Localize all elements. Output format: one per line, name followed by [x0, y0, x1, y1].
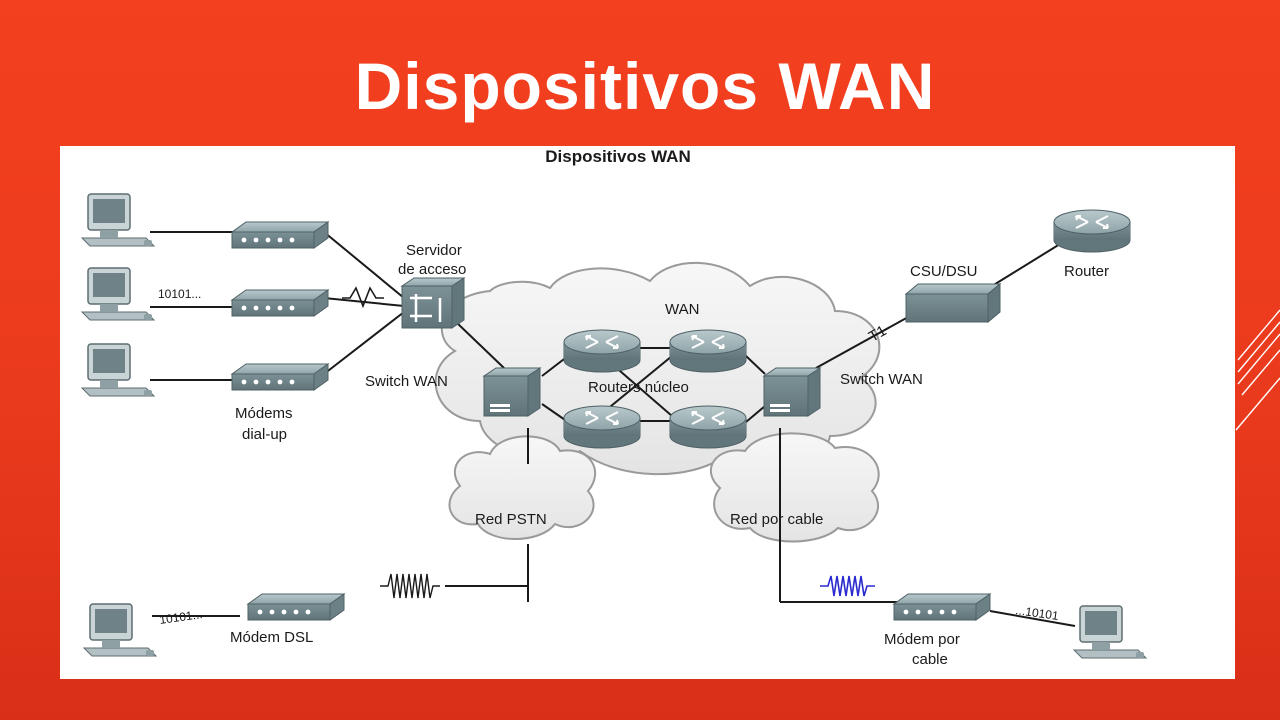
dialup-modems-label-line1: Módems — [235, 405, 293, 422]
csu-dsu-label: CSU/DSU — [910, 263, 978, 280]
dialup-modem-icon — [231, 363, 329, 391]
access-server-icon — [400, 277, 466, 329]
cable-modem-label-line2: cable — [912, 651, 948, 668]
diagram-panel: Dispositivos WAN WAN Red PSTN Red por ca… — [60, 146, 1235, 679]
dialup-bits-label: 10101... — [158, 287, 201, 301]
pc-icon — [1073, 605, 1147, 659]
switch-wan-left-label: Switch WAN — [365, 373, 448, 390]
cable-signal-icon — [820, 575, 875, 597]
cable-modem-label-line1: Módem por — [884, 631, 960, 648]
dialup-modem-icon — [231, 289, 329, 317]
slide-title: Dispositivos WAN — [354, 49, 936, 123]
core-routers-label: Routers núcleo — [588, 379, 689, 396]
pc-icon — [81, 343, 155, 397]
dsl-bits-label: 10101... — [158, 607, 203, 627]
cable-modem-icon — [893, 593, 991, 621]
router-label: Router — [1064, 263, 1109, 280]
core-router-icon — [563, 405, 641, 449]
pc-icon — [83, 603, 157, 657]
csu-dsu-icon — [904, 282, 1002, 324]
t1-label: T1 — [866, 322, 890, 345]
wan-cloud-label: WAN — [665, 301, 699, 318]
core-router-icon — [669, 405, 747, 449]
wan-switch-icon — [763, 367, 821, 417]
cable-bits-label: ...10101 — [1015, 603, 1060, 623]
decorative-lines — [1235, 309, 1280, 431]
cable-net-label: Red por cable — [730, 511, 823, 528]
dsl-modem-label: Módem DSL — [230, 629, 313, 646]
dsl-modem-icon — [247, 593, 345, 621]
wan-switch-icon — [483, 367, 541, 417]
core-router-icon — [563, 329, 641, 373]
switch-wan-right-label: Switch WAN — [840, 371, 923, 388]
dsl-signal-icon — [380, 573, 440, 599]
access-server-label-line1: Servidor — [406, 242, 462, 259]
router-icon — [1053, 209, 1131, 253]
pstn-cloud — [448, 435, 597, 540]
analog-signal-icon — [342, 286, 384, 309]
pc-icon — [81, 267, 155, 321]
pc-icon — [81, 193, 155, 247]
cable-cloud — [709, 432, 880, 543]
pstn-label: Red PSTN — [475, 511, 547, 528]
core-router-icon — [669, 329, 747, 373]
dialup-modem-icon — [231, 221, 329, 249]
access-server-label-line2: de acceso — [398, 261, 466, 278]
diagram-title: Dispositivos WAN — [545, 147, 690, 166]
dialup-modems-label-line2: dial-up — [242, 426, 287, 443]
